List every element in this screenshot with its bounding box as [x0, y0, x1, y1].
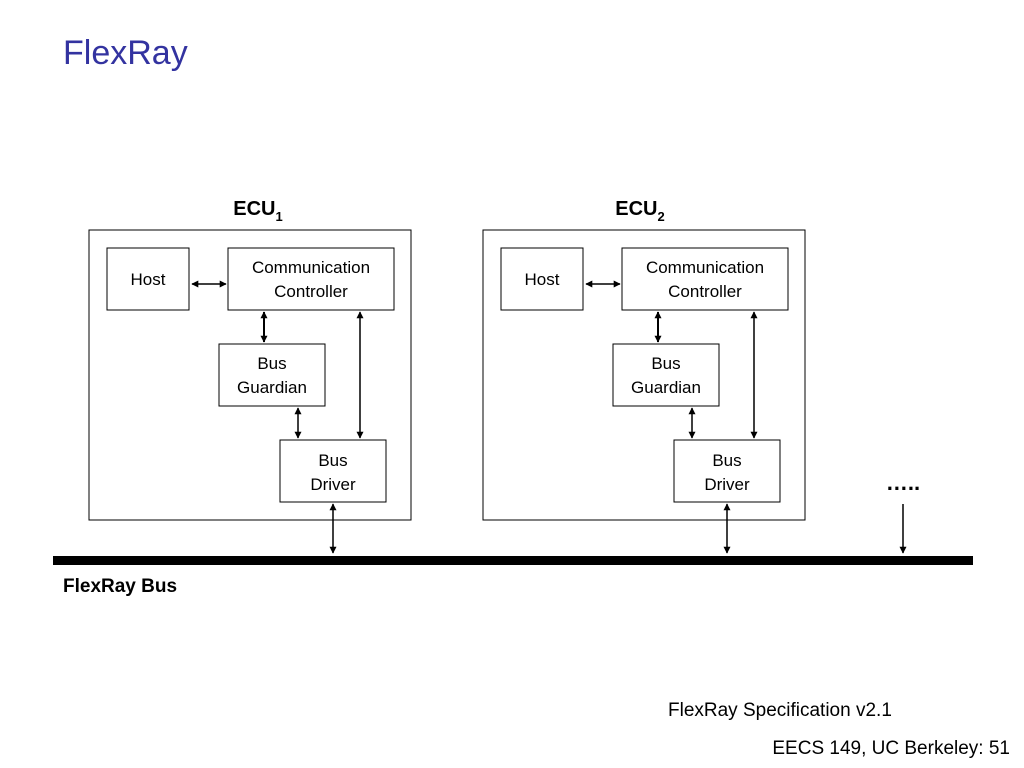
- ecu-2-host-label: Host: [525, 270, 560, 289]
- ecu-1-controller-label-line2: Controller: [274, 282, 348, 301]
- ecu-1-driver-label-line2: Driver: [310, 475, 356, 494]
- ecu-1-host-block: [106, 247, 190, 311]
- ecu-2-guardian-label-line2: Guardian: [631, 378, 701, 397]
- flexray-bus-line: [53, 556, 973, 565]
- ecu-1-driver-block: [279, 439, 387, 503]
- ecu-1-title: ECU1: [233, 198, 282, 224]
- ecu-2-driver-label-line1: Bus: [712, 451, 741, 470]
- ecu-1-driver-label-line1: Bus: [318, 451, 347, 470]
- slide-footer: EECS 149, UC Berkeley: 51: [772, 738, 1010, 759]
- slide-title: FlexRay: [63, 34, 188, 72]
- ecu-2-title: ECU2: [615, 198, 664, 224]
- ecu-2-guardian-label-line1: Bus: [651, 354, 680, 373]
- ecu-1-frame: [88, 229, 412, 521]
- ecu-2-controller-label-line2: Controller: [668, 282, 742, 301]
- ecu-1-controller-block: [227, 247, 395, 311]
- ecu-2-controller-label-line1: Communication: [646, 258, 764, 277]
- ecu-2-driver-label-line2: Driver: [704, 475, 750, 494]
- ecu-1-guardian-label-line2: Guardian: [237, 378, 307, 397]
- flexray-bus-label: FlexRay Bus: [63, 576, 177, 597]
- ecu-1-host-label: Host: [131, 270, 166, 289]
- ecu-2: ECU2 Host Communication Controller Bus G…: [482, 198, 806, 554]
- ecu-1-guardian-label-line1: Bus: [257, 354, 286, 373]
- more-nodes-ellipsis: …..: [886, 470, 920, 495]
- ecu-1: ECU1 Host Communication Controller Bus G…: [88, 198, 412, 554]
- ecu-2-host-block: [500, 247, 584, 311]
- ecu-1-controller-label-line1: Communication: [252, 258, 370, 277]
- ecu-2-driver-block: [673, 439, 781, 503]
- ecu-2-guardian-block: [612, 343, 720, 407]
- ecu-2-controller-block: [621, 247, 789, 311]
- source-citation: FlexRay Specification v2.1: [668, 700, 892, 721]
- ecu-1-guardian-block: [218, 343, 326, 407]
- ecu-2-frame: [482, 229, 806, 521]
